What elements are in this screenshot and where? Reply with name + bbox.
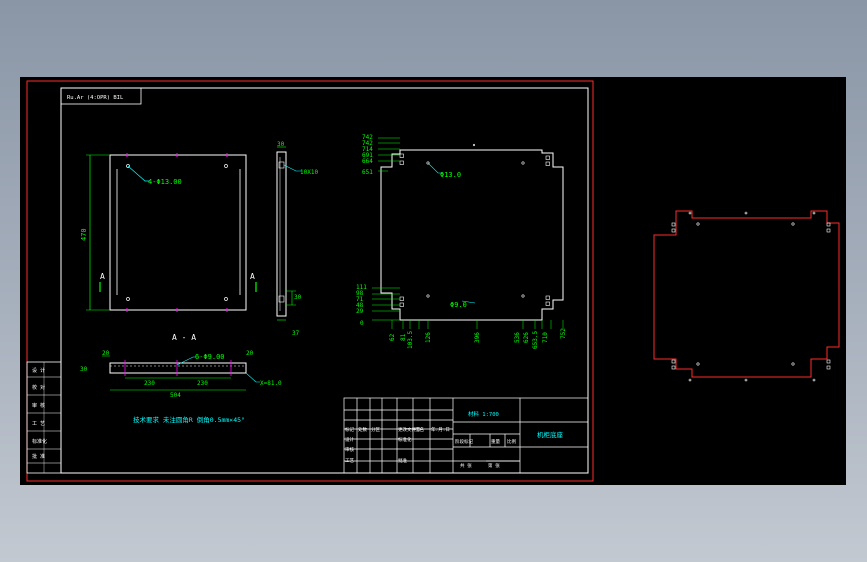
front-hole-bl <box>126 297 130 301</box>
section-mark-right: A <box>250 272 255 281</box>
outline-view-right <box>653 210 840 382</box>
plan-dim-bottom-3: 126 <box>425 332 432 343</box>
side-dim-a: 30 <box>294 294 302 301</box>
revision-row-1: 校 对 <box>32 384 45 391</box>
title-label-9: 工艺 <box>345 458 354 464</box>
title-scale-cell-2: 比例 <box>507 438 516 445</box>
plan-dim-bottom-left-5: 0 <box>360 320 364 327</box>
plan-dim-top-3: 691 <box>362 152 373 159</box>
front-view: 4-Φ13.00 470 A A <box>80 153 257 312</box>
revision-row-5: 批 准 <box>32 453 45 460</box>
cad-drawing[interactable]: Ru.Ar (4:OPR) BIL 设 计 校 对 审 核 工 艺 标准化 批 … <box>20 77 846 485</box>
title-scale-cell-0: 阶段标记 <box>455 438 473 445</box>
section-dim-230-right: 230 <box>197 380 208 387</box>
plan-dim-bottom-5: 536 <box>514 332 521 343</box>
revision-row-0: 设 计 <box>32 367 45 374</box>
title-label-0: 标记 <box>345 426 354 433</box>
title-label-7: 标准化 <box>398 436 412 443</box>
plan-dim-bottom-4: 396 <box>474 332 481 343</box>
plan-dim-bottom-left-0: 111 <box>356 284 367 291</box>
front-height-dim: 470 <box>80 228 88 241</box>
title-label-2: 分区 <box>371 426 380 433</box>
front-view-outline <box>109 154 247 311</box>
revision-row-2: 审 核 <box>32 402 45 409</box>
plan-dim-top-0: 742 <box>362 134 373 141</box>
front-hole-label: 4-Φ13.00 <box>148 178 182 186</box>
outline-red-contour <box>653 210 840 378</box>
title-sheet-cell-1: 第 张 <box>488 462 500 469</box>
plan-dim-bottom-0: 62 <box>389 333 396 341</box>
section-dim-230-left: 230 <box>144 380 155 387</box>
section-dim-side: X=81.0 <box>260 380 282 387</box>
section-dim-right: 20 <box>246 350 254 357</box>
revision-strip: 设 计 校 对 审 核 工 艺 标准化 批 准 <box>26 361 62 474</box>
sheet-outer-frame <box>26 80 594 482</box>
plan-dim-bottom-left-2: 71 <box>356 296 364 303</box>
sheet-inner-border <box>60 87 589 474</box>
front-hole-br <box>224 297 228 301</box>
top-left-label: Ru.Ar (4:OPR) BIL <box>67 95 124 101</box>
section-dim-thick: 30 <box>80 366 88 373</box>
title-scale-cell-1: 重量 <box>491 438 500 445</box>
title-label-4: 签名 <box>415 426 424 433</box>
section-view: A - A 20 20 6-Φ9.00 230 230 504 30 X=81.… <box>80 333 282 399</box>
side-dim-b: 37 <box>292 330 300 337</box>
section-hole-label: 6-Φ9.00 <box>195 353 225 361</box>
plan-dim-top-5: 651 <box>362 169 373 176</box>
plan-view: 742 742 714 691 664 651 Φ13.0 111 98 71 … <box>356 134 567 349</box>
plan-bottom-dims: 62 81 103.5 126 396 536 626 653.5 710 75… <box>389 328 567 349</box>
section-outline <box>109 362 247 374</box>
title-label-8: 审核 <box>345 446 354 453</box>
plan-dim-bottom-left-1: 98 <box>356 290 364 297</box>
plan-dim-bottom-7: 653.5 <box>532 331 539 349</box>
section-dim-left: 20 <box>102 350 110 357</box>
title-part-name: 机柜底座 <box>537 430 564 439</box>
top-left-label-box <box>60 87 142 105</box>
drawing-sheet: Ru.Ar (4:OPR) BIL 设 计 校 对 审 核 工 艺 标准化 批 … <box>26 80 594 482</box>
title-label-10: 批准 <box>398 457 407 464</box>
revision-row-3: 工 艺 <box>32 421 45 427</box>
title-label-6: 设计 <box>345 436 354 443</box>
plan-dim-top-4: 664 <box>362 158 373 165</box>
title-block <box>343 397 589 474</box>
front-hole-tl <box>126 164 130 168</box>
plan-dim-bottom-left-3: 48 <box>356 302 364 309</box>
title-label-5: 年.月.日 <box>431 426 450 433</box>
plan-dim-bottom-9: 752 <box>560 328 567 339</box>
section-dim-total: 504 <box>170 392 181 399</box>
side-top-dim: 30 <box>277 141 285 148</box>
section-mark-left: A <box>100 272 105 281</box>
technical-note: 技术要求 未注圆角R 倒角0.5mm×45° <box>133 415 245 424</box>
title-material: 材料 1:700 <box>468 410 499 418</box>
plan-view-outline <box>380 149 564 321</box>
title-block-text: 材料 1:700 机柜底座 标记 处数 分区 更改文件号 签名 年.月.日 设计… <box>345 410 564 469</box>
front-hole-tr <box>224 164 228 168</box>
side-view-outline <box>276 151 287 317</box>
plan-hole-top: Φ13.0 <box>440 171 461 179</box>
plan-dim-bottom-6: 626 <box>523 332 530 343</box>
plan-hole-bottom: Φ9.0 <box>450 301 467 309</box>
cad-viewport[interactable]: Ru.Ar (4:OPR) BIL 设 计 校 对 审 核 工 艺 标准化 批 … <box>20 77 846 485</box>
title-label-1: 处数 <box>358 426 367 433</box>
plan-dim-bottom-left-4: 29 <box>356 308 364 315</box>
plan-dim-bottom-1: 81 <box>400 333 407 341</box>
section-label: A - A <box>172 333 196 342</box>
revision-row-4: 标准化 <box>32 438 47 445</box>
plan-dim-top-2: 714 <box>362 146 373 153</box>
plan-dim-bottom-2: 103.5 <box>407 331 414 349</box>
side-hole-label: 10X10 <box>300 169 318 176</box>
plan-dim-bottom-8: 710 <box>542 332 549 343</box>
side-view: 30 10X10 30 37 <box>276 141 318 337</box>
title-label-3: 更改文件号 <box>398 426 421 433</box>
plan-dim-top-1: 742 <box>362 140 373 147</box>
title-sheet-cell-0: 共 张 <box>460 462 472 469</box>
